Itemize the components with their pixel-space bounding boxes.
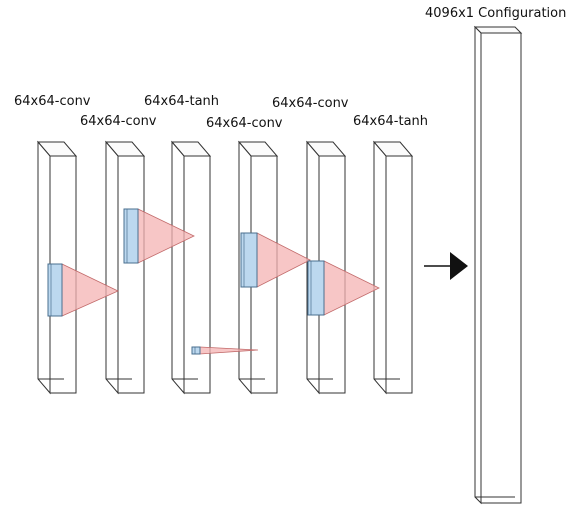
layer-slabs: [36, 140, 414, 395]
cone-4-cone: [323, 260, 380, 316]
output-slab-body-side: [480, 32, 522, 504]
output-slab-body: [473, 25, 523, 505]
cone-4: [307, 260, 380, 316]
layer-4-label: 64x64-conv: [206, 116, 283, 131]
layer-slab-4: [237, 140, 279, 395]
layer-5-label: 64x64-conv: [272, 96, 349, 111]
layer-slab-2-front: [105, 140, 119, 395]
layer-3-label: 64x64-tanh: [144, 94, 220, 109]
layer-1-label: 64x64-conv: [14, 94, 91, 109]
receptive-field-cones: [47, 208, 380, 355]
layer-slab-6-front: [373, 140, 387, 395]
cone-1-kernel: [47, 263, 63, 317]
cone-5-kernel: [191, 346, 201, 355]
flatten-arrow: [424, 252, 468, 280]
flatten-arrow-head: [450, 252, 468, 280]
output-slab-body-front: [474, 25, 482, 505]
layer-slab-3-side: [183, 155, 211, 394]
layer-slab-6-side: [385, 155, 413, 394]
output-label: 4096x1 Configuration: [425, 6, 567, 21]
cone-4-kernel: [307, 260, 325, 316]
cone-3: [240, 232, 311, 288]
cone-2: [123, 208, 195, 264]
cone-2-kernel: [123, 208, 139, 264]
layer-slab-6: [372, 140, 414, 395]
layer-slab-1: [36, 140, 78, 395]
layer-2-label: 64x64-conv: [80, 114, 157, 129]
output-slab: [473, 25, 523, 505]
layer-6-label: 64x64-tanh: [353, 114, 429, 129]
layer-slab-2: [104, 140, 146, 395]
cone-5: [191, 346, 259, 355]
layer-slab-2-side: [117, 155, 145, 394]
output-slab-body-top: [473, 26, 523, 34]
cone-1: [47, 263, 119, 317]
cone-3-cone: [256, 232, 311, 288]
layer-slab-3: [170, 140, 212, 395]
cone-3-kernel: [240, 232, 258, 288]
layer-slab-3-front: [171, 140, 185, 395]
